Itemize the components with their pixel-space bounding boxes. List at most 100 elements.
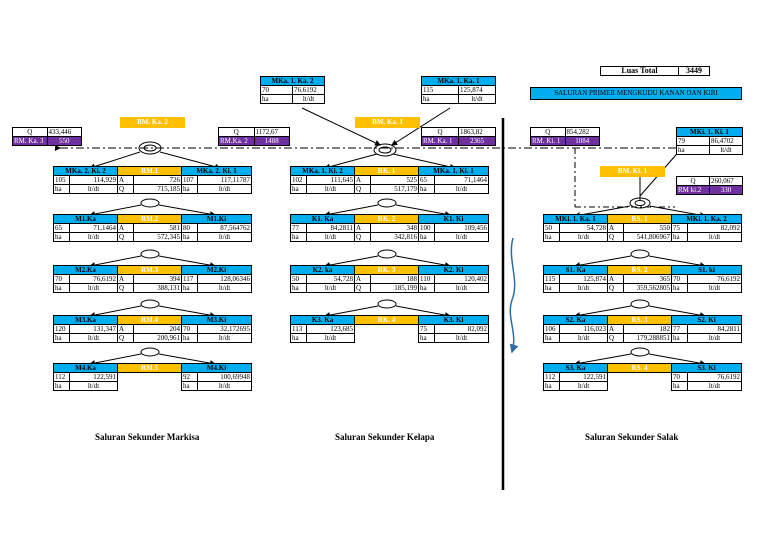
right-node-name: M4.Ki bbox=[181, 363, 253, 373]
luas-total-value: 3449 bbox=[678, 66, 710, 76]
unit-q: Q bbox=[676, 176, 710, 186]
unit-a: A bbox=[607, 274, 624, 284]
mid-node-name: RK. 1 bbox=[354, 166, 420, 176]
mid-area: 726 bbox=[133, 175, 183, 185]
mid-node-name: RM.5 bbox=[116, 363, 183, 373]
left-q: 76,6192 bbox=[69, 274, 118, 284]
right-node-name: MKa. 2. Ki. 1 bbox=[181, 166, 253, 176]
unit-ltdt: lt/dt bbox=[305, 232, 356, 242]
node-value: 1488 bbox=[253, 136, 290, 146]
mid-node-name: RS. 4 bbox=[606, 363, 673, 373]
left-node-name: MKa. 1. Ki. 2 bbox=[289, 166, 356, 176]
unit-a: A bbox=[354, 223, 372, 233]
markisa-title: Saluran Sekunder Markisa bbox=[95, 432, 200, 442]
mid-node-name: RK. 2 bbox=[354, 214, 420, 224]
right-q: 76,6192 bbox=[687, 274, 743, 284]
unit-ltdt: lt/dt bbox=[559, 283, 608, 293]
node-name: MKi. 1. Ki. 1 bbox=[676, 127, 743, 137]
left-ha: 112 bbox=[53, 372, 70, 382]
unit-ha: ha bbox=[181, 333, 199, 343]
node-ha: 115 bbox=[421, 85, 459, 95]
bm-ka1-box: BM. Ka. 1 bbox=[355, 117, 420, 128]
unit-ha: ha bbox=[418, 184, 436, 194]
node-name: RM. Ki. 1 bbox=[530, 136, 566, 146]
unit-ha: ha bbox=[543, 283, 560, 293]
left-q: 116,023 bbox=[559, 324, 608, 334]
unit-ha: ha bbox=[181, 381, 199, 391]
unit-ltdt: lt/dt bbox=[69, 333, 118, 343]
unit-ha: ha bbox=[671, 381, 689, 391]
right-q: 120,402 bbox=[434, 274, 489, 284]
right-node-name: S1. ki bbox=[671, 265, 743, 275]
kelapa-title: Saluran Sekunder Kelapa bbox=[335, 432, 435, 442]
right-ha: 77 bbox=[671, 324, 689, 334]
unit-a: A bbox=[354, 175, 372, 185]
mid-q: 185,199 bbox=[370, 283, 419, 293]
right-node-name: M1.Ki bbox=[181, 214, 253, 224]
left-ha: 113 bbox=[290, 324, 307, 334]
unit-ltdt: lt/dt bbox=[558, 232, 609, 242]
unit-q: Q bbox=[12, 127, 48, 137]
right-ha: 110 bbox=[418, 274, 435, 284]
unit-ha: ha bbox=[260, 94, 293, 104]
unit-ltdt: lt/dt bbox=[69, 283, 118, 293]
bm-ka2-box: BM. Ka. 2 bbox=[120, 117, 185, 128]
left-ha: 120 bbox=[53, 324, 70, 334]
node-ha: 70 bbox=[260, 85, 293, 95]
right-ha: 75 bbox=[671, 223, 689, 233]
unit-ha: ha bbox=[543, 232, 560, 242]
unit-ha: ha bbox=[290, 283, 307, 293]
right-ha: 75 bbox=[418, 324, 436, 334]
unit-q: Q bbox=[218, 127, 255, 137]
mid-area: 348 bbox=[370, 223, 420, 233]
left-ha: 105 bbox=[53, 175, 70, 185]
unit-ha: ha bbox=[53, 283, 70, 293]
mid-area: 188 bbox=[370, 274, 419, 284]
mid-q: 715,185 bbox=[133, 184, 183, 194]
right-node-name: K3. Ki bbox=[418, 315, 490, 325]
left-node-name: M4.Ka bbox=[53, 363, 118, 373]
right-ha: 100 bbox=[418, 223, 436, 233]
right-node-name: M3.Ki bbox=[181, 315, 253, 325]
mid-q: 572,345 bbox=[132, 232, 183, 242]
right-node-name: S3. Ki bbox=[671, 363, 743, 373]
mid-node-name: RS. 1 bbox=[607, 214, 673, 224]
right-q: 100,69948 bbox=[197, 372, 253, 382]
unit-ltdt: lt/dt bbox=[709, 145, 743, 155]
left-node-name: S1. Ka bbox=[543, 265, 608, 275]
unit-ltdt: lt/dt bbox=[197, 184, 253, 194]
unit-ltdt: lt/dt bbox=[434, 184, 490, 194]
right-node-name: MKa. 1. Ki. 1 bbox=[418, 166, 490, 176]
node-q: 1172,67 bbox=[253, 127, 290, 137]
unit-ha: ha bbox=[676, 145, 710, 155]
unit-ha: ha bbox=[181, 232, 199, 242]
left-q: 54,728 bbox=[558, 223, 609, 233]
unit-q: Q bbox=[117, 283, 134, 293]
unit-ltdt: lt/dt bbox=[687, 283, 743, 293]
left-ha: 77 bbox=[290, 223, 307, 233]
unit-ha: ha bbox=[181, 283, 199, 293]
mid-node-name: RM.4 bbox=[116, 315, 183, 325]
right-q: 128,06346 bbox=[197, 274, 253, 284]
mid-node-name: RM.3 bbox=[116, 265, 183, 275]
left-node-name: S2. Ka bbox=[543, 315, 608, 325]
right-node-name: MKi. 1. Ka. 2 bbox=[671, 214, 743, 224]
unit-q: Q bbox=[354, 184, 372, 194]
unit-ha: ha bbox=[53, 184, 70, 194]
left-node-name: MKa. 2. Ki. 2 bbox=[52, 166, 119, 176]
right-ha: 92 bbox=[181, 372, 199, 382]
unit-ha: ha bbox=[290, 184, 307, 194]
left-q: 131,347 bbox=[69, 324, 118, 334]
